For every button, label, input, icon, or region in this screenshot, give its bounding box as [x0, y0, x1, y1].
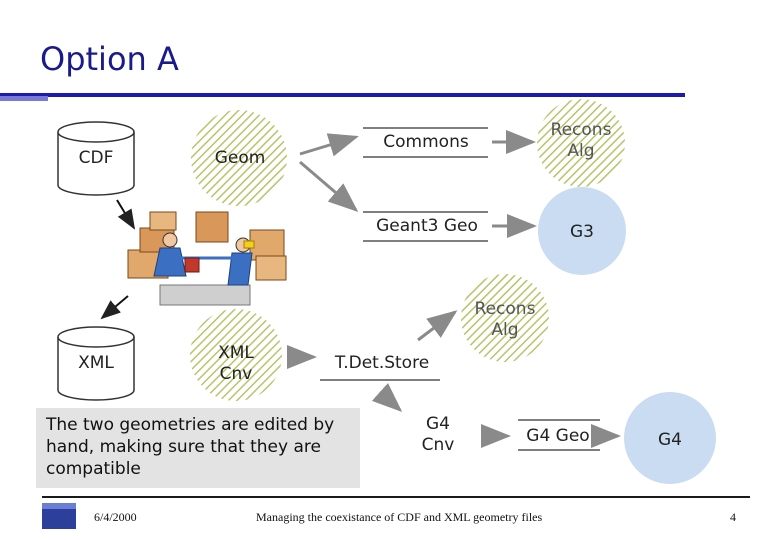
arrow-tdetstore-recons	[417, 310, 458, 342]
g3-label: G3	[570, 222, 594, 242]
tdetstore-label: T.Det.Store	[334, 353, 430, 373]
xml-cnv-label: XML Cnv	[218, 343, 254, 385]
g4-node	[624, 392, 716, 484]
title-rule-accent	[0, 96, 48, 101]
g4-cnv-label: G4 Cnv	[421, 414, 455, 456]
slide-title: Option A	[40, 40, 179, 78]
arrow-cdf-edit	[116, 199, 136, 230]
recons-alg-mid-label: Recons Alg	[474, 299, 536, 341]
commons-label: Commons	[383, 132, 469, 152]
editing-clipart	[127, 211, 287, 306]
footer-date: 6/4/2000	[94, 510, 137, 524]
xml-cnv-node	[190, 309, 282, 401]
arrow-geom-commons	[299, 133, 359, 157]
cdf-label: CDF	[78, 148, 114, 168]
arrow-geom-geant3	[299, 160, 359, 212]
xml-cylinder	[57, 326, 135, 401]
footer-page-number: 4	[730, 510, 736, 524]
recons-alg-mid-node	[461, 274, 549, 362]
note-box	[36, 408, 360, 488]
geom-node	[191, 110, 287, 206]
title-rule	[0, 93, 685, 97]
footer-rule	[42, 496, 750, 498]
geant3-geo-label: Geant3 Geo	[376, 216, 478, 236]
arrow-edit-xml	[100, 295, 129, 320]
g4-label: G4	[658, 430, 682, 450]
geom-label: Geom	[214, 148, 266, 168]
ucl-logo	[42, 503, 76, 529]
note-text: The two geometries are edited by hand, m…	[46, 415, 335, 480]
cdf-cylinder	[57, 121, 135, 196]
g4-geo-label: G4 Geo	[526, 426, 590, 446]
arrow-tdetstore-g4cnv	[371, 383, 403, 413]
recons-alg-top-node	[537, 99, 625, 187]
footer-title: Managing the coexistance of CDF and XML …	[256, 510, 543, 524]
g3-node	[538, 187, 626, 275]
xml-label: XML	[78, 353, 114, 373]
recons-alg-top-label: Recons Alg	[550, 120, 612, 162]
